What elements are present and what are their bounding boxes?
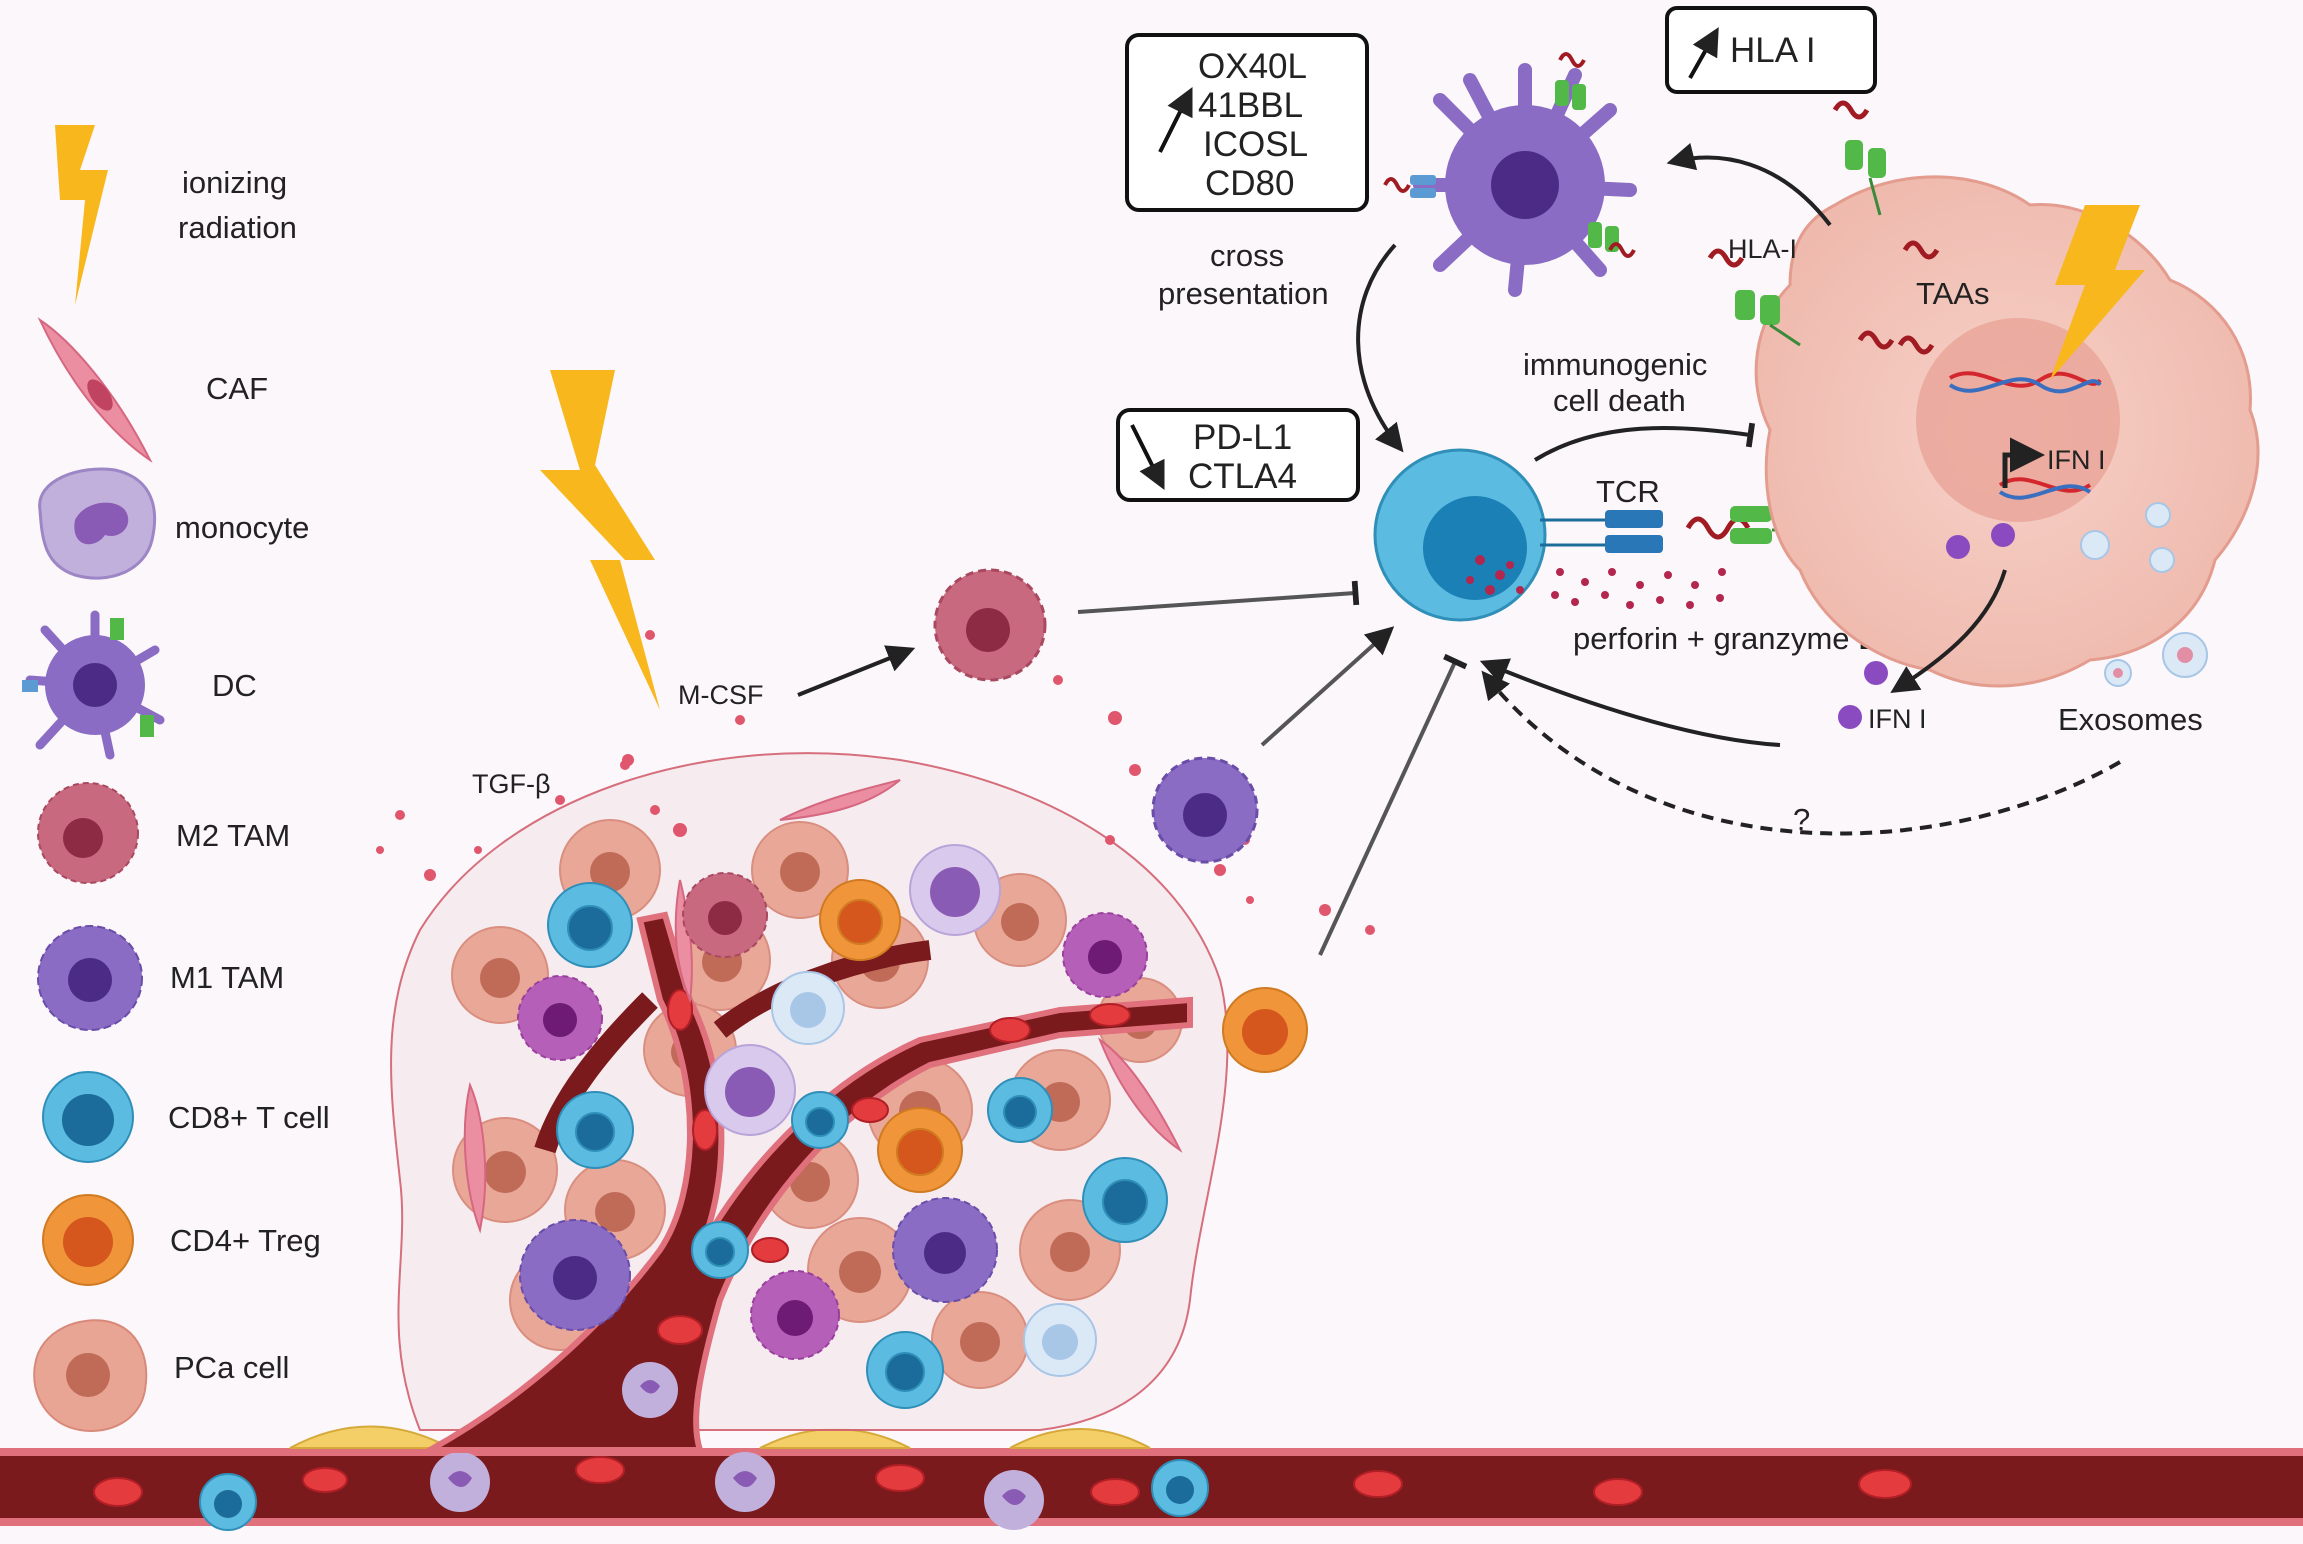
checkpoint-pdl1: PD-L1: [1193, 418, 1292, 457]
legend-caf: CAF: [206, 371, 268, 406]
hla-box: HLA I: [1665, 6, 1877, 94]
cross-presentation-1: cross: [1210, 238, 1284, 273]
costim-icosl: ICOSL: [1203, 125, 1308, 164]
hla-box-label: HLA I: [1730, 31, 1816, 70]
perforin-granules: [1551, 568, 1726, 609]
exosomes-label: Exosomes: [2058, 702, 2203, 737]
cd8-t-cell-icon: [42, 1071, 134, 1163]
m1-tam-icon: [37, 925, 143, 1031]
monocyte-icon: [38, 467, 157, 580]
legend-radiation-line2: radiation: [178, 210, 297, 245]
legend-cd8: CD8+ T cell: [168, 1100, 330, 1135]
dendritic-cell-icon: [22, 610, 165, 760]
m2-tam-icon: [37, 782, 139, 884]
ifn-i-nucleus-label: IFN I: [2047, 445, 2106, 475]
tumor-cell-large: [1707, 100, 2260, 688]
question-mark: ?: [1793, 802, 1810, 837]
m1-macrophage: [1151, 756, 1259, 864]
hla-i-label: HLA-I: [1728, 234, 1797, 264]
costimulatory-box: OX40L 41BBL ICOSL CD80: [1125, 33, 1369, 212]
checkpoint-box: PD-L1 CTLA4: [1116, 408, 1360, 502]
radiation-lightning-large: [540, 370, 660, 710]
dendritic-cell-top: [1383, 52, 1637, 297]
exosomes: [2104, 632, 2208, 687]
costim-ox40l: OX40L: [1198, 47, 1307, 86]
secreted-particles: [376, 630, 1375, 935]
legend-monocyte: monocyte: [175, 510, 309, 545]
tumor-mass: [390, 752, 1229, 1453]
lightning-icon: [55, 125, 108, 305]
legend-pca: PCa cell: [174, 1350, 289, 1385]
legend: ionizing radiation CAF monocyte DC: [22, 125, 330, 1432]
legend-m2: M2 TAM: [176, 818, 290, 853]
cd4-treg-icon: [42, 1194, 134, 1286]
icd-label-2: cell death: [1553, 383, 1686, 418]
checkpoint-ctla4: CTLA4: [1188, 457, 1297, 496]
blood-vessel: [0, 1425, 2303, 1531]
pca-cell-icon: [33, 1319, 148, 1432]
treg-outside: [1222, 987, 1308, 1073]
legend-treg: CD4+ Treg: [170, 1223, 321, 1258]
legend-radiation-line1: ionizing: [182, 165, 287, 200]
cross-presentation-2: presentation: [1158, 276, 1329, 311]
mcsf-label: M-CSF: [678, 680, 763, 710]
ifn-i-label: IFN I: [1868, 704, 1927, 734]
hla-i-receptor: [1707, 100, 1886, 347]
icd-label-1: immunogenic: [1523, 347, 1707, 382]
legend-m1: M1 TAM: [170, 960, 284, 995]
tcr-receptor: [1540, 510, 1663, 553]
costim-cd80: CD80: [1205, 164, 1294, 203]
m2-macrophage: [933, 568, 1047, 682]
cd8-t-cell-central: [1373, 448, 1547, 622]
tcr-label: TCR: [1596, 474, 1660, 509]
costim-41bbl: 41BBL: [1198, 86, 1303, 125]
tgfb-label: TGF-β: [472, 769, 551, 799]
perforin-label: perforin + granzyme B: [1573, 621, 1879, 656]
taas-label: TAAs: [1916, 276, 1990, 311]
legend-dc: DC: [212, 668, 257, 703]
